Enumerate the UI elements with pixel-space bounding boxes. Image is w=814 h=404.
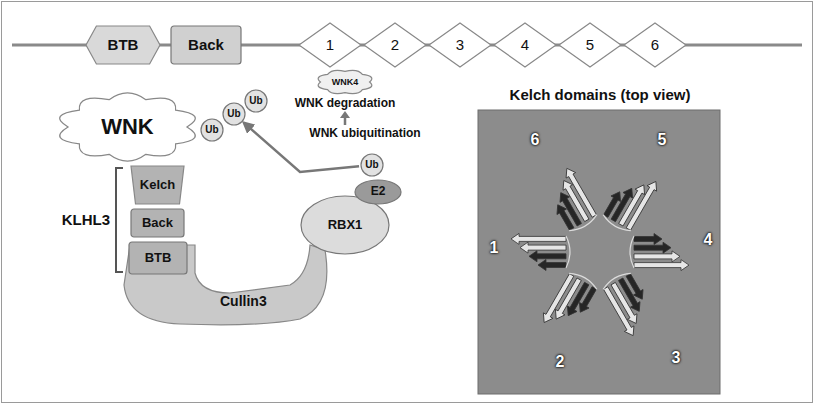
blade-number: 2 bbox=[556, 353, 565, 371]
node-text: WNK bbox=[101, 114, 154, 139]
node-text: WNK4 bbox=[332, 77, 359, 87]
btb-box: BTB bbox=[128, 241, 188, 275]
shape-fill bbox=[223, 103, 245, 125]
bracket bbox=[116, 168, 123, 272]
structure-panel bbox=[478, 110, 720, 394]
kelch-repeat-diamond: 4 bbox=[493, 22, 557, 68]
blade bbox=[599, 166, 661, 236]
node-text: RBX1 bbox=[328, 218, 363, 233]
shape-fill bbox=[494, 23, 556, 67]
strand-loop bbox=[601, 215, 631, 234]
beta-strand bbox=[539, 272, 576, 325]
blade bbox=[539, 166, 601, 236]
node-text: 4 bbox=[521, 36, 529, 53]
beta-strand bbox=[562, 166, 599, 219]
process-arrow-head bbox=[340, 111, 350, 118]
process-label: WNK degradation bbox=[295, 97, 396, 111]
node-text: 1 bbox=[326, 36, 334, 53]
node-text: Kelch bbox=[140, 178, 175, 193]
shape-fill bbox=[559, 23, 621, 67]
kelch-repeat-diamond: 2 bbox=[363, 22, 427, 68]
shape-fill bbox=[429, 23, 491, 67]
blade bbox=[599, 269, 661, 339]
ubiquitin-circle: Ub bbox=[200, 118, 224, 142]
kelch-repeat-diamond: 1 bbox=[298, 22, 362, 68]
shape-fill bbox=[361, 154, 383, 176]
shape-fill bbox=[131, 209, 184, 237]
process-arrow-shaft bbox=[344, 117, 347, 125]
node-text: 6 bbox=[651, 36, 659, 53]
shape-fill bbox=[129, 242, 187, 274]
e2-ellipse: E2 bbox=[354, 179, 402, 205]
blade bbox=[539, 269, 601, 339]
kelch-repeat-diamond: 6 bbox=[623, 22, 687, 68]
propeller-structure bbox=[511, 166, 689, 339]
shape-fill bbox=[131, 166, 184, 204]
node-text: Cullin3 bbox=[220, 293, 267, 309]
shape-fill bbox=[60, 93, 196, 161]
strand-loop bbox=[630, 236, 634, 268]
kelch-repeat-diamond: 5 bbox=[558, 22, 622, 68]
shape-fill bbox=[299, 23, 361, 67]
panel-title: Kelch domains (top view) bbox=[510, 86, 691, 103]
node-text: BTB bbox=[108, 36, 139, 53]
process-label: WNK ubiquitination bbox=[309, 127, 420, 141]
kelch-box: Kelch bbox=[130, 165, 185, 205]
blade-number: 5 bbox=[658, 131, 667, 149]
node-text: Back bbox=[142, 216, 173, 231]
strand-loop bbox=[601, 270, 631, 289]
beta-strand bbox=[538, 260, 566, 271]
beta-strand bbox=[634, 234, 662, 245]
btb-domain: BTB bbox=[85, 25, 161, 65]
shape-fill bbox=[355, 180, 401, 204]
beta-strand bbox=[520, 242, 566, 253]
ubiquitin-circle: Ub bbox=[222, 102, 246, 126]
blade bbox=[511, 233, 570, 270]
ubiquitin-circle: Ub bbox=[244, 89, 268, 113]
node-text: Back bbox=[188, 36, 224, 53]
wnk-cloud: WNK bbox=[55, 92, 200, 162]
shape-fill bbox=[624, 23, 686, 67]
beta-strand bbox=[511, 233, 566, 244]
node-text: Ub bbox=[365, 159, 378, 171]
node-text: 2 bbox=[391, 36, 399, 53]
strand-loop bbox=[569, 215, 599, 234]
kelch-repeat-diamond: 3 bbox=[428, 22, 492, 68]
node-text: Ub bbox=[227, 108, 240, 120]
shape-fill bbox=[364, 23, 426, 67]
node-text: 5 bbox=[586, 36, 594, 53]
blade-number: 4 bbox=[704, 231, 713, 249]
strand-loop bbox=[566, 236, 570, 268]
node-text: E2 bbox=[371, 185, 386, 199]
node-text: Ub bbox=[249, 95, 262, 107]
shape-fill bbox=[301, 196, 389, 254]
back-domain: Back bbox=[170, 25, 242, 65]
shape-fill bbox=[86, 26, 160, 64]
back-box: Back bbox=[130, 208, 185, 238]
shape-fill bbox=[171, 26, 241, 64]
beta-strand bbox=[601, 285, 638, 338]
node-text: BTB bbox=[145, 251, 172, 266]
shape-fill bbox=[245, 90, 267, 112]
beta-strand bbox=[634, 260, 689, 271]
beta-strand bbox=[634, 242, 671, 253]
blade bbox=[630, 234, 689, 271]
shape-fill bbox=[124, 245, 327, 325]
blade-number: 1 bbox=[490, 239, 499, 257]
node-text: 3 bbox=[456, 36, 464, 53]
ubiquitin-circle: Ub bbox=[360, 153, 384, 177]
wnk4-cloud: WNK4 bbox=[315, 69, 375, 95]
blade-number: 6 bbox=[531, 131, 540, 149]
blade-number: 3 bbox=[672, 349, 681, 367]
beta-strand bbox=[624, 179, 661, 232]
beta-strand bbox=[634, 251, 680, 262]
node-text: Ub bbox=[205, 124, 218, 136]
shape-fill bbox=[201, 119, 223, 141]
shape-fill bbox=[318, 70, 372, 93]
strand-loop bbox=[569, 270, 599, 289]
bracket-label: KLHL3 bbox=[62, 211, 110, 228]
beta-strand bbox=[529, 251, 566, 262]
